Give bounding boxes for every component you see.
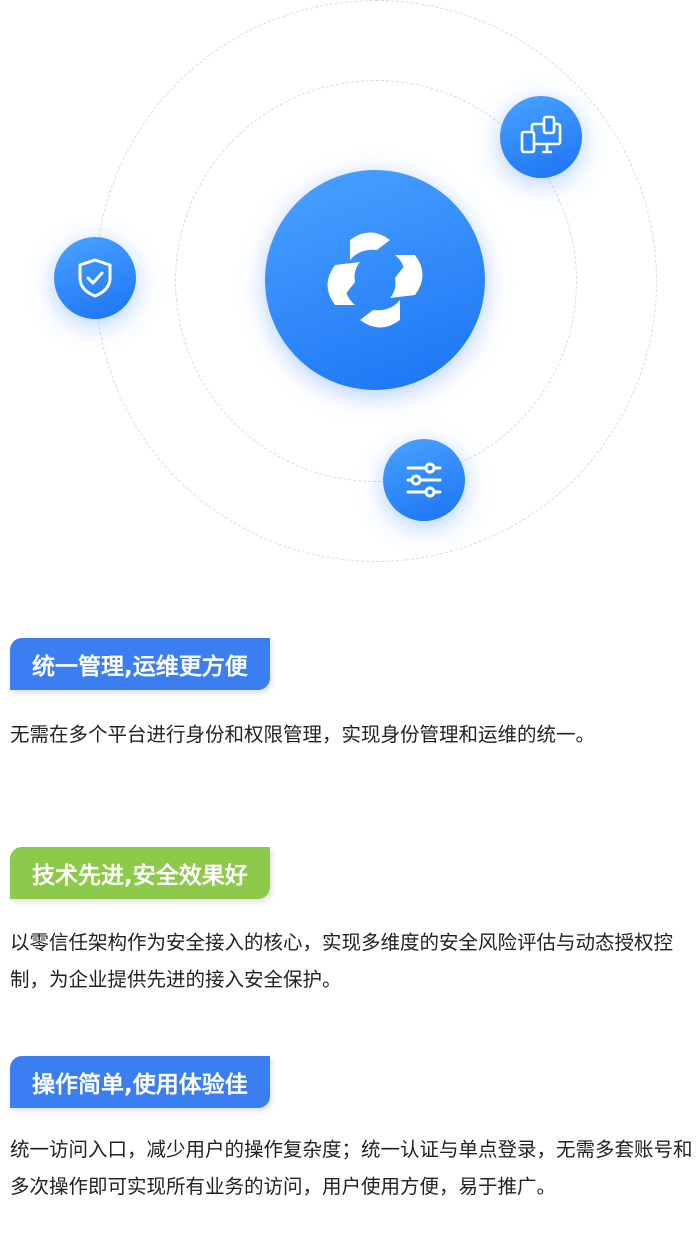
- section-title-usability: 操作简单,使用体验佳: [10, 1056, 270, 1108]
- inner-orbit: [175, 80, 577, 482]
- sliders-bubble: [383, 439, 465, 521]
- section-text-technology: 以零信任架构作为安全接入的核心，实现多维度的安全风险评估与动态授权控制，为企业提…: [10, 931, 674, 991]
- sliders-icon: [406, 462, 442, 498]
- logo-icon: [327, 232, 423, 328]
- section-text-management: 无需在多个平台进行身份和权限管理，实现身份管理和运维的统一。: [10, 723, 596, 746]
- section-text-usability: 统一访问入口，减少用户的操作复杂度；统一认证与单点登录，无需多套账号和多次操作即…: [10, 1138, 693, 1198]
- shield-bubble: [54, 237, 136, 319]
- devices-icon: [520, 115, 562, 154]
- section-title-technology: 技术先进,安全效果好: [10, 847, 270, 899]
- logo-bubble: [265, 170, 485, 390]
- devices-bubble: [500, 96, 582, 178]
- section-title-management: 统一管理,运维更方便: [10, 638, 270, 690]
- shield-check-icon: [78, 258, 112, 298]
